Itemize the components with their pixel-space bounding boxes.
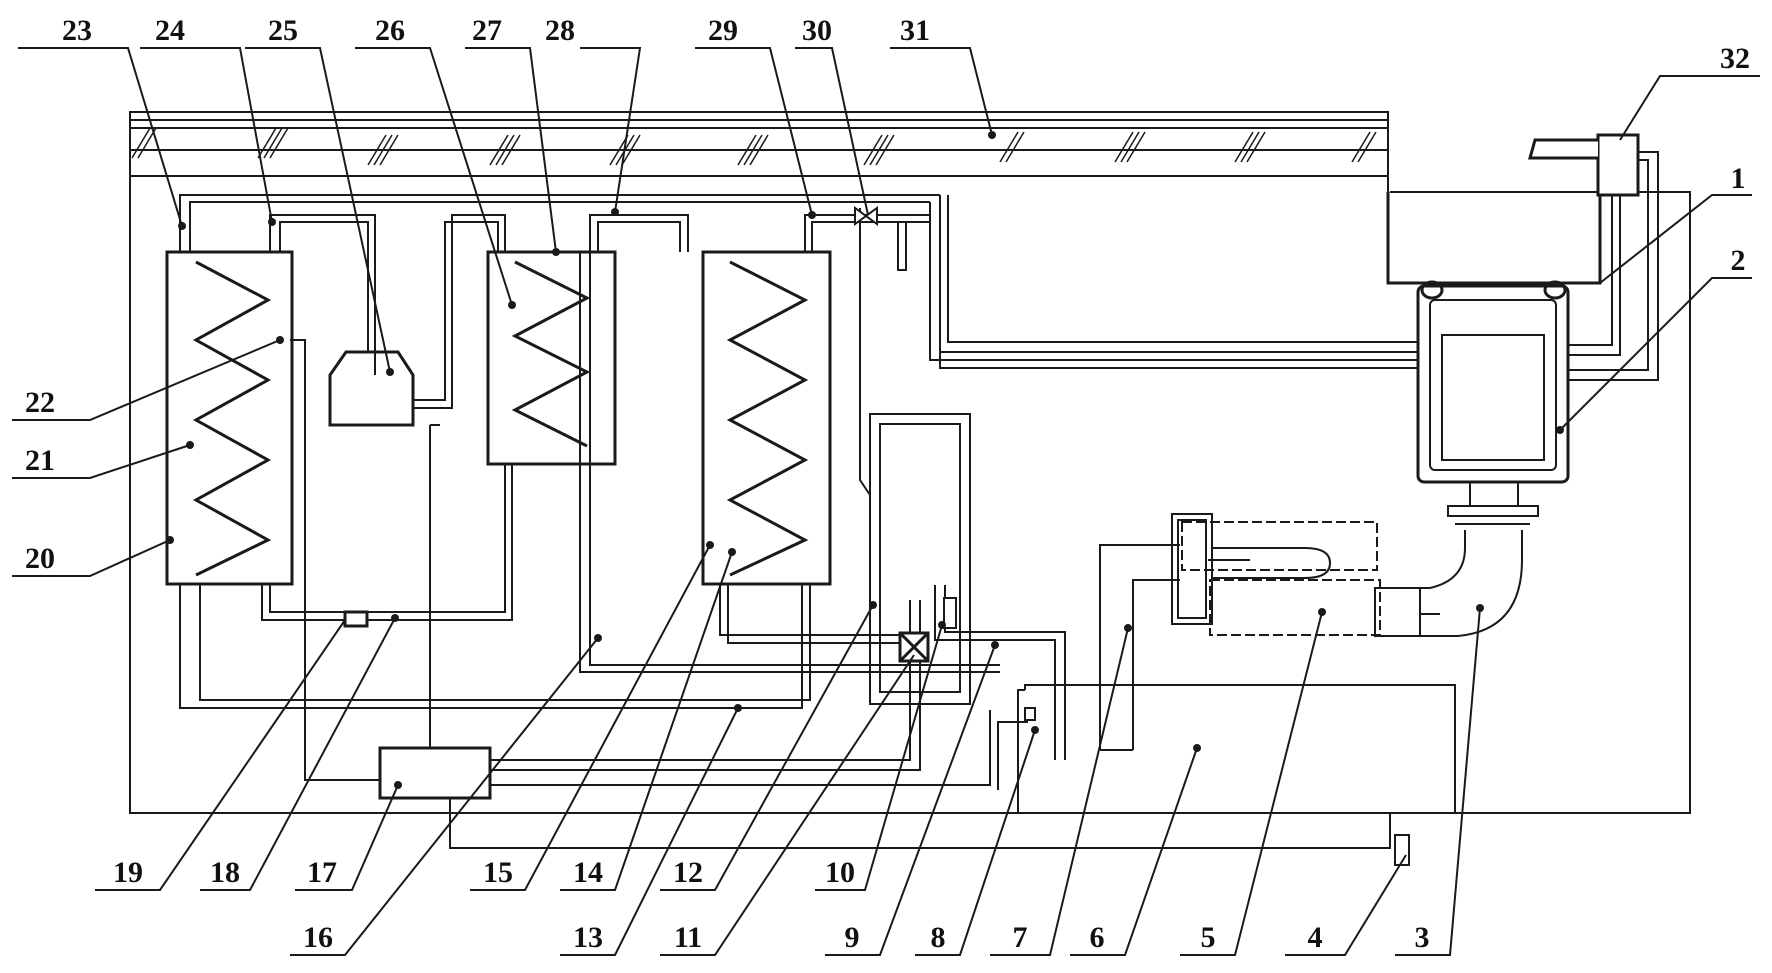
label-5: 5 xyxy=(1201,921,1216,954)
label-28: 28 xyxy=(545,14,575,47)
vessel xyxy=(1416,280,1570,525)
label-23: 23 xyxy=(62,14,92,47)
label-20: 20 xyxy=(25,542,55,575)
part-labels: 23 24 25 26 27 28 29 30 31 32 1 2 22 21 … xyxy=(25,14,1750,954)
label-8: 8 xyxy=(931,921,946,954)
label-13: 13 xyxy=(573,921,603,954)
fitting xyxy=(997,707,1036,790)
water-tank xyxy=(1017,684,1456,813)
label-22: 22 xyxy=(25,386,55,419)
label-6: 6 xyxy=(1090,921,1105,954)
label-27: 27 xyxy=(472,14,502,47)
heat-exchanger-left xyxy=(165,250,294,586)
label-17: 17 xyxy=(307,856,337,889)
label-21: 21 xyxy=(25,444,55,477)
basin xyxy=(1386,192,1602,285)
tank-inlet-pipe xyxy=(1099,544,1180,751)
label-1: 1 xyxy=(1731,162,1746,195)
compressor xyxy=(328,350,415,427)
cabinet-frame xyxy=(129,111,1691,814)
label-29: 29 xyxy=(708,14,738,47)
cross-valve-icon xyxy=(898,631,930,663)
label-25: 25 xyxy=(268,14,298,47)
label-15: 15 xyxy=(483,856,513,889)
label-10: 10 xyxy=(825,856,855,889)
heat-exchanger-middle xyxy=(486,250,617,466)
label-24: 24 xyxy=(155,14,185,47)
label-18: 18 xyxy=(210,856,240,889)
heater-unit xyxy=(1171,513,1381,636)
elbow-pipe xyxy=(1374,530,1523,637)
check-valve-icon xyxy=(854,206,878,226)
leader-lines xyxy=(12,47,1760,956)
heat-exchanger-right xyxy=(701,250,832,586)
label-14: 14 xyxy=(573,856,603,889)
label-16: 16 xyxy=(303,921,333,954)
label-31: 31 xyxy=(900,14,930,47)
label-11: 11 xyxy=(674,921,702,954)
label-3: 3 xyxy=(1415,921,1430,954)
label-4: 4 xyxy=(1308,921,1323,954)
label-32: 32 xyxy=(1720,42,1750,75)
label-26: 26 xyxy=(375,14,405,47)
top-channel xyxy=(129,127,1389,177)
label-7: 7 xyxy=(1013,921,1028,954)
label-19: 19 xyxy=(113,856,143,889)
piping xyxy=(179,151,1659,849)
junction-dots xyxy=(166,131,1564,789)
label-30: 30 xyxy=(802,14,832,47)
label-9: 9 xyxy=(845,921,860,954)
faucet-icon xyxy=(1528,133,1640,197)
valves xyxy=(343,133,1640,866)
controller-box xyxy=(378,746,492,800)
label-12: 12 xyxy=(673,856,703,889)
label-2: 2 xyxy=(1731,244,1746,277)
